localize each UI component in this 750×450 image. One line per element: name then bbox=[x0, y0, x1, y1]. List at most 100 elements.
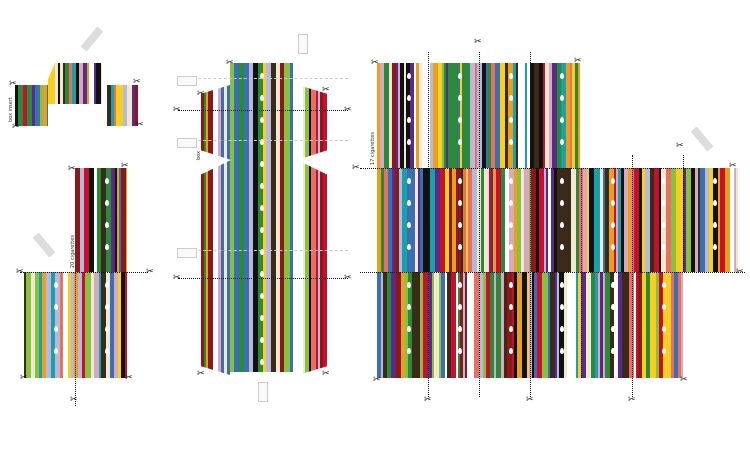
droplet-icon bbox=[662, 348, 666, 354]
pencil-icon bbox=[80, 26, 104, 52]
fold-line bbox=[178, 110, 348, 111]
droplet-icon bbox=[407, 178, 411, 184]
droplet-icon bbox=[458, 73, 462, 79]
droplet-icon bbox=[260, 359, 264, 365]
droplet-icon bbox=[611, 304, 615, 310]
droplet-icon bbox=[509, 178, 513, 184]
guide-line bbox=[178, 78, 348, 79]
droplet-icon bbox=[54, 304, 58, 310]
droplet-icon bbox=[560, 222, 564, 228]
fold-line bbox=[530, 52, 531, 397]
droplet-icon bbox=[458, 244, 462, 250]
scissors-icon: ✂ bbox=[424, 395, 432, 405]
box-right-flap bbox=[298, 85, 327, 375]
droplet-icon bbox=[54, 348, 58, 354]
scissors-icon: ✂ bbox=[680, 375, 688, 385]
droplet-icon bbox=[407, 348, 411, 354]
droplet-icon bbox=[560, 282, 564, 288]
droplet-icon bbox=[54, 282, 58, 288]
scissors-icon: ✂ bbox=[344, 273, 352, 283]
guide-line bbox=[178, 250, 348, 251]
scissors-icon: ✂ bbox=[226, 58, 234, 68]
seventeen-top-panel bbox=[377, 63, 580, 168]
scissors-icon: ✂ bbox=[371, 58, 379, 68]
droplet-icon bbox=[560, 95, 564, 101]
fold-line bbox=[360, 272, 745, 273]
box-label: box bbox=[196, 150, 202, 160]
droplet-icon bbox=[407, 95, 411, 101]
droplet-icon bbox=[260, 271, 264, 277]
scissors-icon: ✂ bbox=[676, 141, 684, 151]
scissors-icon: ✂ bbox=[373, 375, 381, 385]
droplet-icon bbox=[662, 326, 666, 332]
glue-tab bbox=[258, 382, 268, 402]
droplet-icon bbox=[611, 282, 615, 288]
droplet-icon bbox=[611, 178, 615, 184]
fold-line bbox=[581, 168, 582, 378]
droplet-icon bbox=[407, 304, 411, 310]
twenty-cigarettes-label: 20 cigarettes bbox=[70, 235, 76, 268]
droplet-icon bbox=[662, 178, 666, 184]
droplet-icon bbox=[509, 222, 513, 228]
droplet-icon bbox=[260, 95, 264, 101]
droplet-icon bbox=[713, 222, 717, 228]
scissors-icon: ✂ bbox=[526, 395, 534, 405]
droplet-icon bbox=[662, 200, 666, 206]
droplet-icon bbox=[260, 293, 264, 299]
droplet-icon bbox=[407, 282, 411, 288]
box-center-panel bbox=[230, 63, 298, 372]
scissors-icon: ✂ bbox=[133, 77, 141, 87]
scissors-icon: ✂ bbox=[344, 105, 352, 115]
droplet-icon bbox=[458, 139, 462, 145]
droplet-icon bbox=[458, 178, 462, 184]
fold-line bbox=[479, 52, 480, 397]
droplet-icon bbox=[509, 244, 513, 250]
droplet-icon bbox=[458, 117, 462, 123]
droplet-icon bbox=[662, 244, 666, 250]
droplet-icon bbox=[560, 348, 564, 354]
droplet-icon bbox=[407, 73, 411, 79]
scissors-icon: ✂ bbox=[574, 56, 582, 66]
droplet-icon bbox=[105, 282, 109, 288]
droplet-icon bbox=[260, 337, 264, 343]
scissors-icon: ✂ bbox=[12, 122, 20, 132]
droplet-icon bbox=[260, 73, 264, 79]
glue-tab bbox=[177, 76, 197, 86]
fold-line bbox=[20, 272, 148, 273]
droplet-icon bbox=[260, 117, 264, 123]
droplet-icon bbox=[458, 282, 462, 288]
droplet-icon bbox=[105, 222, 109, 228]
scissors-icon: ✂ bbox=[628, 395, 636, 405]
droplet-icon bbox=[260, 205, 264, 211]
droplet-icon bbox=[509, 117, 513, 123]
droplet-icon bbox=[407, 244, 411, 250]
droplet-icon bbox=[560, 73, 564, 79]
box-insert-left-panel bbox=[15, 85, 48, 126]
scissors-icon: ✂ bbox=[16, 267, 24, 277]
droplet-icon bbox=[509, 282, 513, 288]
droplet-icon bbox=[458, 200, 462, 206]
droplet-icon bbox=[560, 200, 564, 206]
scissors-icon: ✂ bbox=[197, 89, 205, 99]
droplet-icon bbox=[560, 178, 564, 184]
fold-line bbox=[632, 155, 633, 397]
droplet-icon bbox=[54, 326, 58, 332]
box-insert-right-panel bbox=[107, 85, 138, 126]
droplet-icon bbox=[260, 139, 264, 145]
pencil-icon bbox=[32, 232, 56, 258]
fold-line bbox=[683, 155, 684, 272]
droplet-icon bbox=[105, 244, 109, 250]
scissors-icon: ✂ bbox=[146, 267, 154, 277]
droplet-icon bbox=[407, 117, 411, 123]
scissors-icon: ✂ bbox=[352, 163, 360, 173]
droplet-icon bbox=[611, 244, 615, 250]
droplet-icon bbox=[713, 244, 717, 250]
droplet-icon bbox=[560, 244, 564, 250]
scissors-icon: ✂ bbox=[322, 85, 330, 95]
droplet-icon bbox=[560, 117, 564, 123]
scissors-icon: ✂ bbox=[121, 161, 129, 171]
seventeen-cigarettes-label: 17 cigarettes bbox=[370, 132, 376, 165]
droplet-icon bbox=[509, 200, 513, 206]
droplet-icon bbox=[260, 161, 264, 167]
droplet-icon bbox=[662, 282, 666, 288]
